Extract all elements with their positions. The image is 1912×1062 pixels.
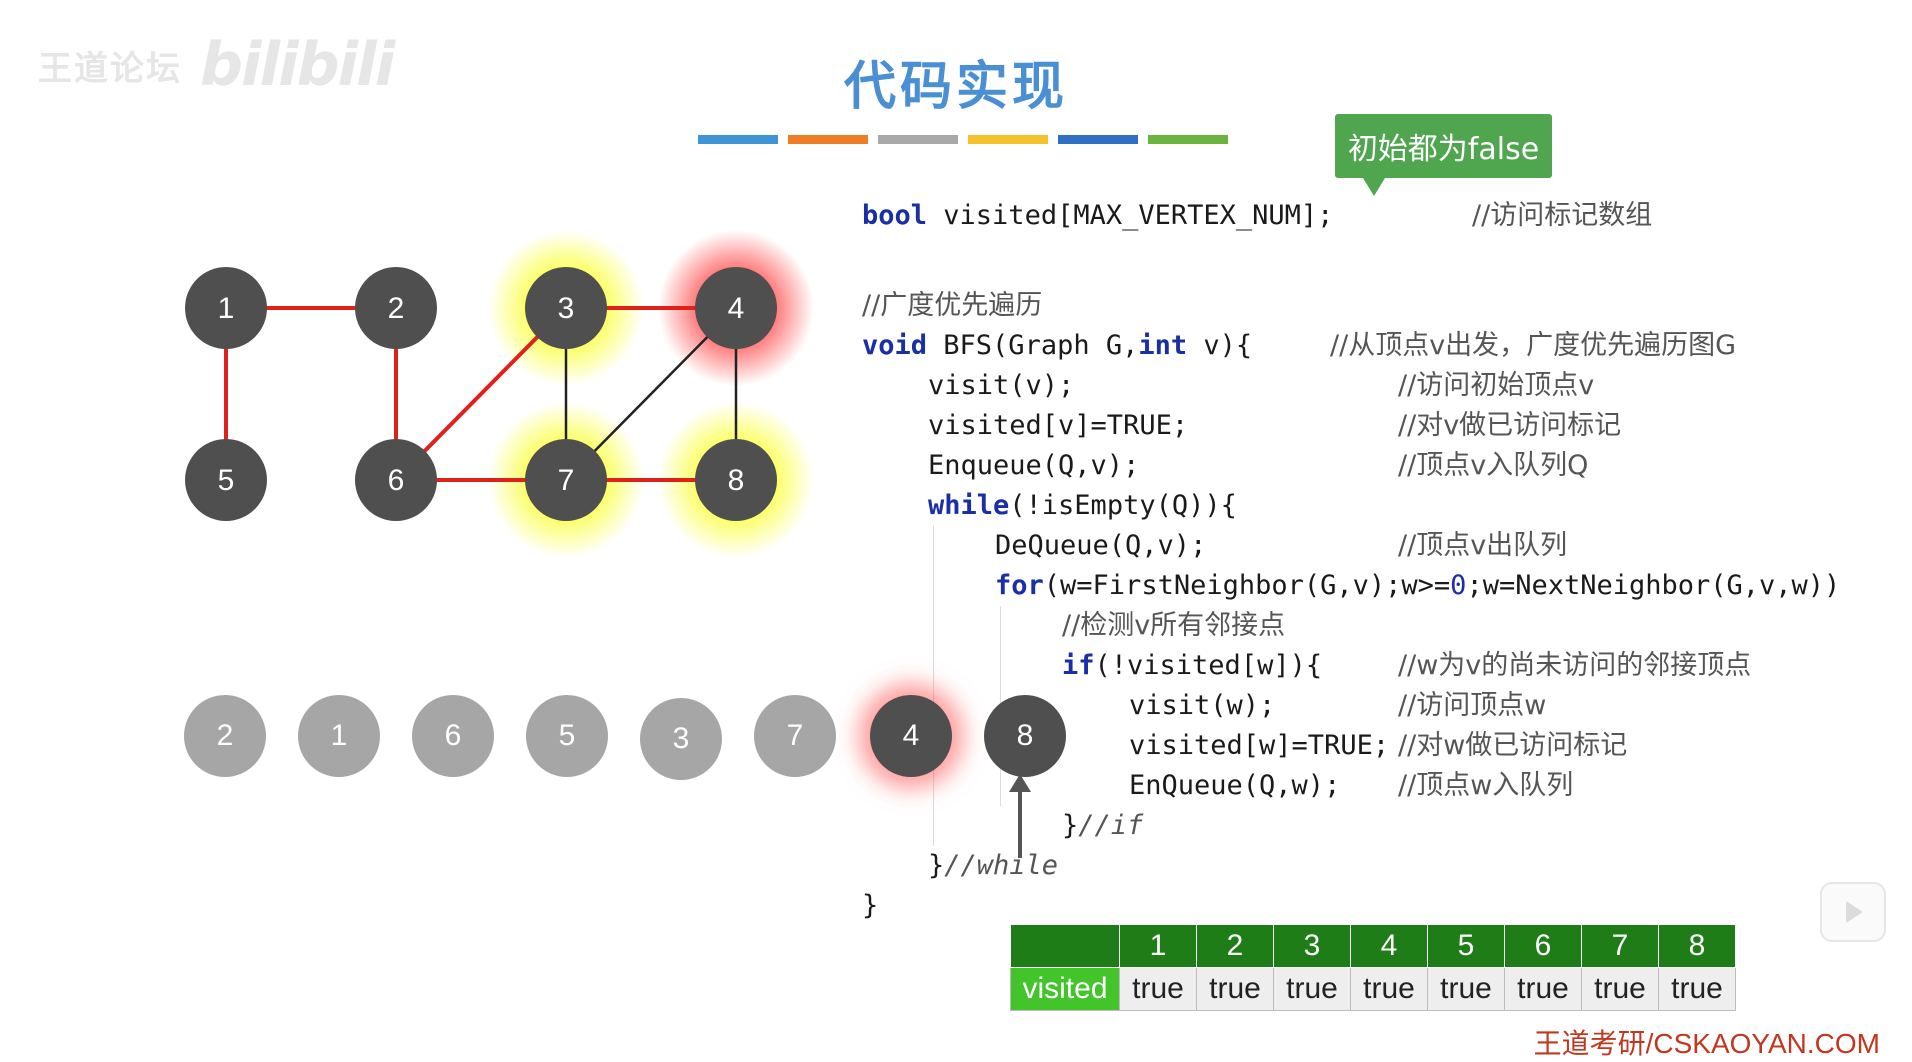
graph-node-label: 3 <box>558 292 575 325</box>
dequeued-node-6: 6 <box>412 695 494 777</box>
code-line-dequeue: DeQueue(Q,v); <box>995 530 1207 561</box>
code-comment-for: //检测v所有邻接点 <box>1062 610 1286 641</box>
graph-node-label: 2 <box>388 292 405 325</box>
code-line-endwhile: }//while <box>928 850 1059 881</box>
code-comment-enqueue: //顶点v入队列Q <box>1398 450 1589 481</box>
dequeued-node-5: 5 <box>526 695 608 777</box>
visited-index-cell: 2 <box>1196 924 1274 968</box>
code-comment-decl: //访问标记数组 <box>1472 200 1653 231</box>
code-line-markw: visited[w]=TRUE; <box>1129 730 1390 761</box>
code-line-enqueuew: EnQueue(Q,w); <box>1129 770 1341 801</box>
visited-value-cell: true <box>1427 967 1505 1011</box>
visited-index-cell: 4 <box>1350 924 1428 968</box>
visited-index-cell: 5 <box>1427 924 1505 968</box>
code-comment-mark: //对v做已访问标记 <box>1398 410 1622 441</box>
footer-brand: 王道考研/CSKAOYAN.COM <box>1533 1028 1880 1059</box>
visited-value-cell: true <box>1119 967 1197 1011</box>
code-line-mark: visited[v]=TRUE; <box>928 410 1189 441</box>
color-strip-segment <box>968 135 1048 144</box>
graph-node-4: 4 <box>695 267 777 349</box>
code-line-endfunc: } <box>862 890 879 921</box>
callout-init-false: 初始都为false <box>1335 114 1552 196</box>
dequeued-node-2: 2 <box>184 695 266 777</box>
graph-node-label: 8 <box>728 464 745 497</box>
graph-diagram: 1 2 3 4 5 6 7 8 <box>185 230 814 558</box>
code-line-enqueue: Enqueue(Q,v); <box>928 450 1140 481</box>
queue-node-8: 8 <box>984 695 1066 777</box>
visited-value-cell: true <box>1581 967 1659 1011</box>
code-comment-signature: //从顶点v出发，广度优先遍历图G <box>1330 330 1737 361</box>
code-line-visitw: visit(w); <box>1129 690 1276 721</box>
color-strip-segment <box>878 135 958 144</box>
color-strip-segment <box>1148 135 1228 144</box>
watermark-channel: 王道论坛 <box>38 48 182 89</box>
graph-node-7: 7 <box>525 439 607 521</box>
code-line-while: while(!isEmpty(Q)){ <box>928 490 1237 521</box>
graph-node-label: 7 <box>558 464 575 497</box>
code-comment-enqueuew: //顶点w入队列 <box>1398 770 1574 801</box>
visited-index-cell: 8 <box>1658 924 1736 968</box>
visited-value-cell: true <box>1504 967 1582 1011</box>
visited-table-corner <box>1010 924 1120 968</box>
code-line-signature: void BFS(Graph G,int v){ <box>862 330 1253 361</box>
title-color-strip <box>698 135 1228 144</box>
graph-node-1: 1 <box>185 267 267 349</box>
code-comment-visitw: //访问顶点w <box>1398 690 1547 721</box>
bilibili-logo: bilibili <box>200 30 395 100</box>
color-strip-segment <box>788 135 868 144</box>
visited-index-cell: 1 <box>1119 924 1197 968</box>
code-line-endif: }//if <box>1062 810 1144 841</box>
visited-index-cell: 6 <box>1504 924 1582 968</box>
graph-node-label: 4 <box>728 292 745 325</box>
dequeued-node-7: 7 <box>754 695 836 777</box>
code-line-for: for(w=FirstNeighbor(G,v);w>=0;w=NextNeig… <box>995 570 1841 601</box>
code-line-if: if(!visited[w]){ <box>1062 650 1323 681</box>
graph-node-5: 5 <box>185 439 267 521</box>
graph-node-6: 6 <box>355 439 437 521</box>
visited-value-cell: true <box>1658 967 1736 1011</box>
indent-guide-while <box>933 526 934 846</box>
code-comment-markw: //对w做已访问标记 <box>1398 730 1628 761</box>
graph-node-label: 6 <box>388 464 405 497</box>
visited-index-cell: 3 <box>1273 924 1351 968</box>
slide-title: 代码实现 <box>843 57 1068 117</box>
code-comment-if: //w为v的尚未访问的邻接顶点 <box>1398 650 1752 681</box>
play-button[interactable] <box>1820 882 1886 942</box>
code-line-decl: bool visited[MAX_VERTEX_NUM]; <box>862 200 1334 231</box>
graph-node-2: 2 <box>355 267 437 349</box>
code-line-visit: visit(v); <box>928 370 1075 401</box>
watermark: 王道论坛 bilibili <box>38 30 395 100</box>
color-strip-segment <box>1058 135 1138 144</box>
visited-value-cell: true <box>1196 967 1274 1011</box>
visited-index-cell: 7 <box>1581 924 1659 968</box>
queue-front-arrow <box>1009 774 1031 858</box>
visited-value-cell: true <box>1350 967 1428 1011</box>
code-comment-visit: //访问初始顶点v <box>1398 370 1595 401</box>
graph-node-3: 3 <box>525 267 607 349</box>
dequeued-node-3: 3 <box>640 698 722 780</box>
visited-row-label: visited <box>1010 967 1120 1011</box>
graph-node-label: 1 <box>218 292 235 325</box>
visited-value-cell: true <box>1273 967 1351 1011</box>
code-comment-dequeue: //顶点v出队列 <box>1398 530 1568 561</box>
color-strip-segment <box>698 135 778 144</box>
code-comment-bfs: //广度优先遍历 <box>862 290 1043 321</box>
dequeued-node-1: 1 <box>298 695 380 777</box>
queue-node-4: 4 <box>870 695 952 777</box>
graph-node-8: 8 <box>695 439 777 521</box>
graph-node-label: 5 <box>218 464 235 497</box>
